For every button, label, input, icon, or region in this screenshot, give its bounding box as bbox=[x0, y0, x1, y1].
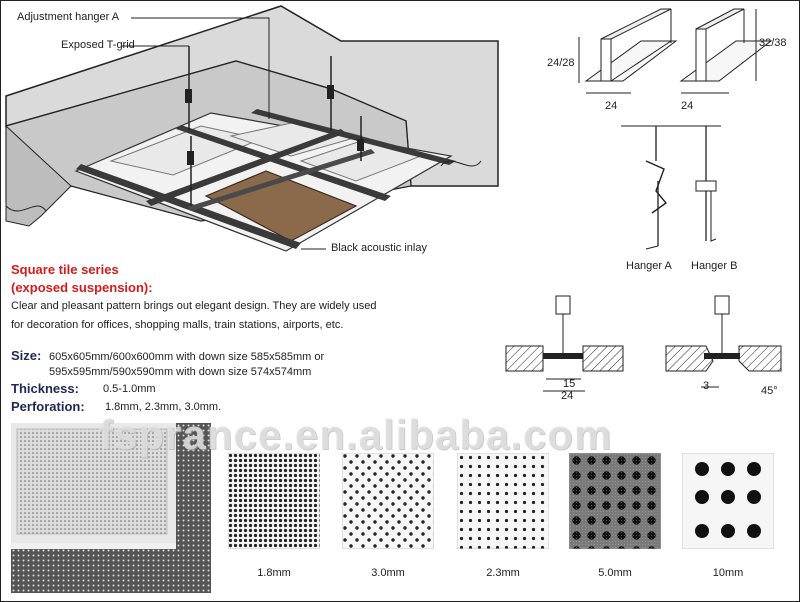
dim-gap: 3 bbox=[703, 380, 710, 392]
spec-thickness-key: Thickness: bbox=[11, 381, 79, 396]
label-adjustment-hanger: Adjustment hanger A bbox=[17, 11, 120, 23]
swatch-caption-3: 2.3mm bbox=[486, 567, 520, 579]
profile-left-web bbox=[600, 38, 612, 82]
tgrid-cross-rail-2 bbox=[187, 149, 375, 211]
section2-tile-left bbox=[665, 345, 714, 372]
description-line1: Clear and pleasant pattern brings out el… bbox=[11, 300, 377, 312]
description-line2: for decoration for offices, shopping mal… bbox=[11, 319, 344, 331]
spec-size-line2: 595x595mm/590x590mm with down size 574x5… bbox=[49, 366, 312, 378]
hanger-clip-2 bbox=[327, 85, 334, 99]
section2-tile-right bbox=[738, 345, 782, 372]
tgrid-cross-rail bbox=[146, 129, 346, 206]
section-details bbox=[505, 295, 782, 392]
dim-width-1: 24 bbox=[605, 100, 618, 112]
swatch-3-0mm bbox=[342, 453, 434, 549]
profile-right-web bbox=[695, 28, 707, 82]
swatch-2-3mm bbox=[457, 453, 549, 549]
spec-size-key: Size: bbox=[11, 348, 42, 363]
label-black-inlay: Black acoustic inlay bbox=[331, 242, 427, 254]
dim-width-2: 24 bbox=[681, 100, 694, 112]
dim-angle: 45° bbox=[761, 385, 778, 397]
hanger-b-clip bbox=[695, 180, 717, 192]
tgrid-main-rail bbox=[76, 164, 301, 249]
tgrid-rail-2 bbox=[176, 125, 391, 201]
tgrid-profiles bbox=[578, 8, 773, 94]
tgrid-rail-3 bbox=[251, 109, 456, 165]
photo-front-tile bbox=[16, 428, 168, 535]
section1-tile-right bbox=[582, 345, 624, 372]
hanger-a-clip bbox=[645, 160, 668, 214]
spec-perforation-val: 1.8mm, 2.3mm, 3.0mm. bbox=[105, 401, 222, 413]
section1-tgrid bbox=[543, 353, 583, 359]
wall-face bbox=[5, 124, 72, 227]
hanger-b-hook bbox=[710, 191, 717, 242]
dim-right-height: 32/38 bbox=[759, 37, 787, 49]
swatch-10mm bbox=[682, 453, 774, 549]
profile-left-top bbox=[600, 8, 672, 40]
watermark: fsprance.en.alibaba.com bbox=[99, 411, 613, 458]
profile-left-edge bbox=[610, 40, 672, 82]
heading-line1: Square tile series bbox=[11, 262, 119, 277]
section2-hanger-box bbox=[714, 295, 730, 315]
heading-line2: (exposed suspension): bbox=[11, 280, 153, 295]
dim-outer: 24 bbox=[561, 390, 574, 402]
ceiling-illustration bbox=[5, 5, 499, 252]
section1-tile-left bbox=[505, 345, 544, 372]
hanger-clip-1 bbox=[185, 89, 192, 103]
swatch-caption-4: 5.0mm bbox=[598, 567, 632, 579]
profile-right-flange bbox=[679, 40, 773, 82]
spec-size-line1: 605x605mm/600x600mm with down size 585x5… bbox=[49, 351, 325, 363]
hanger-clip-4 bbox=[357, 139, 364, 151]
swatch-5-0mm bbox=[569, 453, 661, 549]
profile-right-top bbox=[695, 8, 745, 30]
dim-left-height: 24/28 bbox=[547, 57, 575, 69]
hanger-a-hook bbox=[645, 245, 659, 250]
acoustic-inlay-panel bbox=[204, 170, 358, 242]
swatch-caption-1: 1.8mm bbox=[257, 567, 291, 579]
photo-tile-edge bbox=[11, 543, 176, 549]
cable-left bbox=[5, 205, 47, 212]
leader-hanger bbox=[131, 17, 270, 119]
spec-thickness-val: 0.5-1.0mm bbox=[103, 383, 156, 395]
dim-inner: 15 bbox=[563, 378, 576, 390]
swatch-caption-5: 10mm bbox=[712, 567, 744, 579]
hangers-drawing bbox=[621, 125, 721, 250]
perforated-tile-photo bbox=[11, 423, 211, 593]
cable-right bbox=[440, 160, 482, 167]
section1-hanger-box bbox=[555, 295, 571, 315]
spec-perforation-key: Perforation: bbox=[11, 399, 85, 414]
hanger-clip-3 bbox=[187, 151, 194, 165]
swatch-caption-2: 3.0mm bbox=[371, 567, 405, 579]
section2-tgrid bbox=[704, 353, 740, 359]
label-hanger-a: Hanger A bbox=[626, 260, 672, 272]
swatch-1-8mm bbox=[228, 453, 320, 549]
label-exposed-tgrid: Exposed T-grid bbox=[61, 39, 135, 51]
label-hanger-b: Hanger B bbox=[691, 260, 738, 272]
